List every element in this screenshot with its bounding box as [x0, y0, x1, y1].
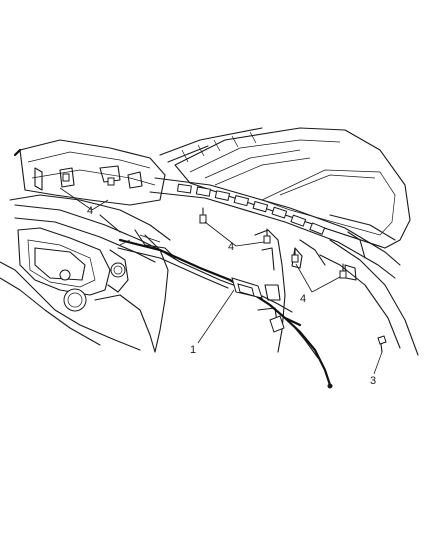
callout-4-right: 4: [300, 293, 306, 305]
roof-rail: [149, 177, 401, 279]
fasteners: [62, 173, 347, 279]
callout-3: 3: [370, 375, 376, 387]
callout-4-center: 4: [228, 241, 234, 253]
fastener-clip-3: [199, 214, 207, 224]
fastener-clip-1: [62, 173, 70, 182]
roof-panel: [174, 127, 411, 249]
leader-lines: [59, 187, 383, 375]
fastener-clip-5: [291, 254, 299, 263]
fastener-clip-2: [107, 177, 115, 186]
pillar-structure: [254, 229, 419, 356]
callout-1: 1: [190, 344, 196, 356]
callout-4-left: 4: [87, 205, 93, 217]
fastener-clip-4: [263, 235, 271, 244]
curtain-airbag: [117, 238, 333, 389]
quarter-panel: [0, 204, 261, 353]
rear-upper-structure: [9, 139, 171, 241]
fastener-clip-6: [339, 270, 347, 279]
screw: [377, 335, 387, 353]
roof-cross-members: [159, 127, 263, 163]
